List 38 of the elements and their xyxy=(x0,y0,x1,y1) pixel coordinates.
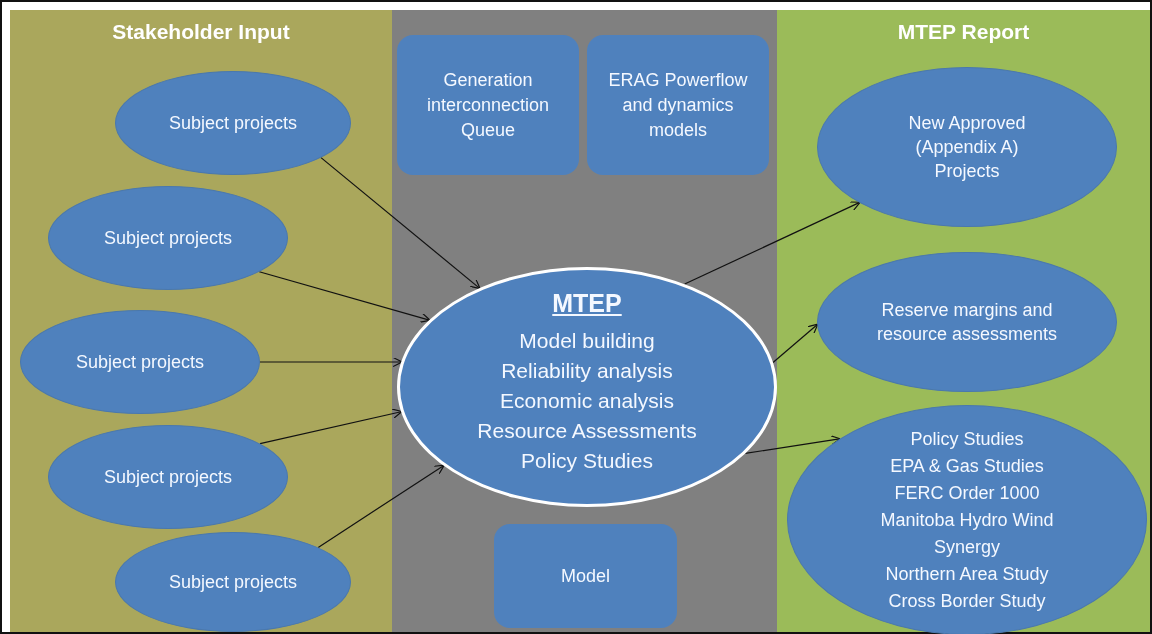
node-text: Manitoba Hydro Wind Synergy xyxy=(879,508,1055,559)
node-text: Northern Area Study xyxy=(885,562,1049,586)
node-text: Reserve margins and resource assessments xyxy=(875,299,1059,346)
arrow xyxy=(259,356,403,368)
report-band xyxy=(777,10,1150,632)
node-text: Generation interconnection Queue xyxy=(425,68,551,142)
band-heading: Stakeholder Input xyxy=(112,20,290,44)
arrow xyxy=(259,408,403,445)
arrow xyxy=(744,435,841,454)
node-text: Model xyxy=(561,564,610,588)
node-text: Subject projects xyxy=(168,571,298,594)
node-text: Subject projects xyxy=(168,112,298,135)
node-text: FERC Order 1000 xyxy=(894,481,1040,505)
band-heading: MTEP Report xyxy=(897,20,1030,44)
arrow xyxy=(772,323,819,364)
node-text: Model building xyxy=(519,328,655,354)
node-text: Policy Studies xyxy=(521,448,653,474)
node-text: Cross Border Study xyxy=(888,589,1046,613)
node-text: Economic analysis xyxy=(500,388,674,414)
node-text: Resource Assessments xyxy=(477,418,697,444)
arrow xyxy=(684,201,861,285)
node-text: New Approved (Appendix A) Projects xyxy=(907,112,1027,183)
rounded-box xyxy=(494,524,677,628)
node-text: Reliability analysis xyxy=(501,358,673,384)
node-text: Policy Studies xyxy=(910,427,1024,451)
central-title: MTEP xyxy=(552,288,622,318)
node-text: ERAG Powerflow and dynamics models xyxy=(607,68,749,142)
node-text: Subject projects xyxy=(103,466,233,489)
rounded-box xyxy=(587,35,769,175)
node-text: EPA & Gas Studies xyxy=(890,454,1044,478)
node-text: Subject projects xyxy=(103,227,233,250)
rounded-box xyxy=(397,35,579,175)
input-band xyxy=(10,10,392,632)
arrow xyxy=(320,157,481,290)
node-text: Subject projects xyxy=(75,351,205,374)
arrow xyxy=(258,271,431,323)
arrow xyxy=(317,464,445,548)
process-band xyxy=(392,10,777,632)
